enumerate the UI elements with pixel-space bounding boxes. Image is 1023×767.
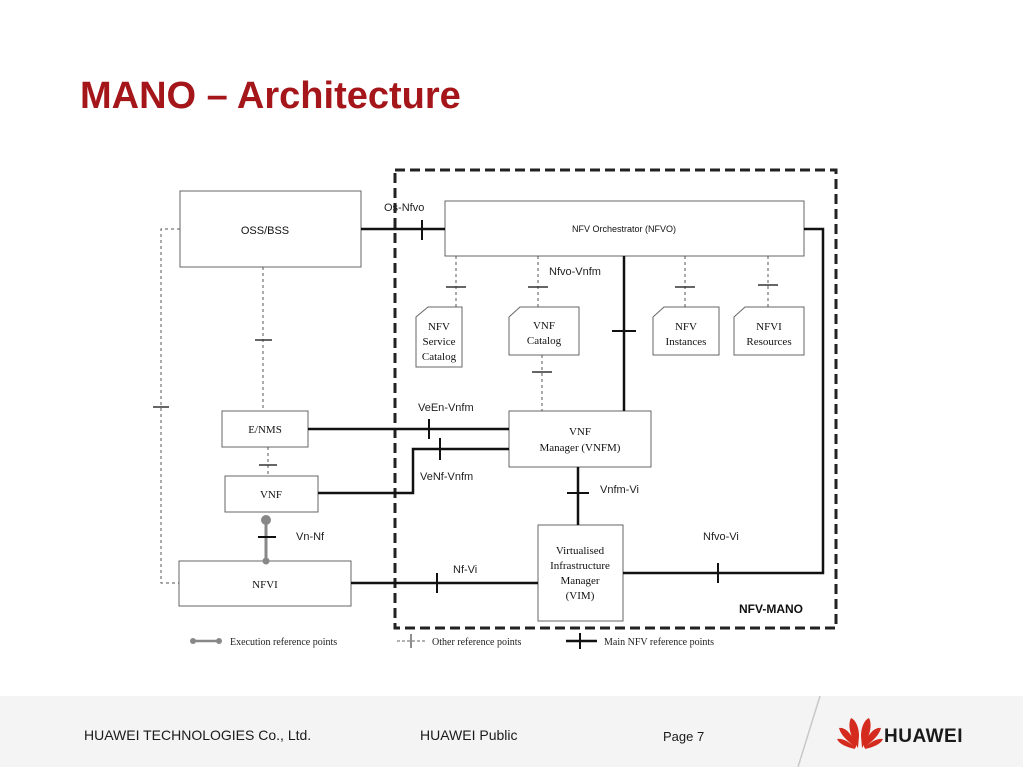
nfv-instances-label-2: Instances xyxy=(666,336,707,348)
nfvo-vi-line xyxy=(623,227,825,575)
vnf-catalog-box xyxy=(508,306,580,356)
legend-other: Other reference points xyxy=(432,637,522,648)
mano-architecture-diagram: OSS/BSS NFV Orchestrator (NFVO) NFV Serv… xyxy=(153,168,838,649)
venf-vnfm-label: VeNf-Vnfm xyxy=(420,471,473,483)
service-catalog-label-1: NFV xyxy=(428,321,450,333)
legend-main: Main NFV reference points xyxy=(604,637,714,648)
os-nfvo-label: Os-Nfvo xyxy=(384,202,424,214)
footer-page-number: Page 7 xyxy=(663,729,705,744)
vnf-catalog-label-2: Catalog xyxy=(527,335,562,347)
vn-nf-label: Vn-Nf xyxy=(296,531,325,543)
vim-label-2: Infrastructure xyxy=(550,560,610,572)
vnf-catalog-label-1: VNF xyxy=(533,320,555,332)
nfv-service-catalog-box xyxy=(415,306,463,368)
nfv-mano-boundary xyxy=(393,168,838,630)
vnfm-box xyxy=(508,410,652,468)
service-catalog-label-3: Catalog xyxy=(422,351,457,363)
nfv-mano-label: NFV-MANO xyxy=(739,602,803,616)
vnfm-vi-label: Vnfm-Vi xyxy=(600,484,639,496)
nfvi-label: NFVI xyxy=(252,579,278,591)
brand-wordmark: HUAWEI xyxy=(884,726,963,747)
nfvi-resources-label-1: NFVI xyxy=(756,321,782,333)
veen-vnfm-label: VeEn-Vnfm xyxy=(418,402,474,414)
footer-company: HUAWEI TECHNOLOGIES Co., Ltd. xyxy=(84,727,312,743)
venf-vnfm-line xyxy=(318,447,509,495)
vim-box xyxy=(537,524,624,622)
oss-nfvi-line xyxy=(160,228,180,584)
footer-classification: HUAWEI Public xyxy=(420,727,518,743)
nfv-instances-box xyxy=(652,306,720,356)
oss-bss-label: OSS/BSS xyxy=(241,225,289,237)
service-catalog-label-2: Service xyxy=(423,336,456,348)
vnf-label: VNF xyxy=(260,489,282,501)
legend: Execution reference points Other referen… xyxy=(190,633,714,649)
page-title: MANO – Architecture xyxy=(80,75,461,117)
vim-label-4: (VIM) xyxy=(566,590,595,602)
nfvo-vi-label: Nfvo-Vi xyxy=(703,531,739,543)
nfv-instances-label-1: NFV xyxy=(675,321,697,333)
vim-label-3: Manager xyxy=(560,575,599,587)
vnfm-label-2: Manager (VNFM) xyxy=(540,442,621,454)
nfvo-label: NFV Orchestrator (NFVO) xyxy=(572,224,676,234)
vim-label-1: Virtualised xyxy=(556,545,605,557)
nf-vi-label: Nf-Vi xyxy=(453,564,477,576)
nfvi-resources-label-2: Resources xyxy=(746,336,791,348)
footer-separator xyxy=(797,696,821,767)
nfvo-vnfm-label: Nfvo-Vnfm xyxy=(549,266,601,278)
nfvi-resources-box xyxy=(733,306,805,356)
ems-label: E/NMS xyxy=(248,424,282,436)
vnfm-label-1: VNF xyxy=(569,426,591,438)
legend-execution: Execution reference points xyxy=(230,637,337,648)
huawei-logo-icon xyxy=(837,718,883,749)
footer: HUAWEI TECHNOLOGIES Co., Ltd. HUAWEI Pub… xyxy=(0,696,1023,767)
